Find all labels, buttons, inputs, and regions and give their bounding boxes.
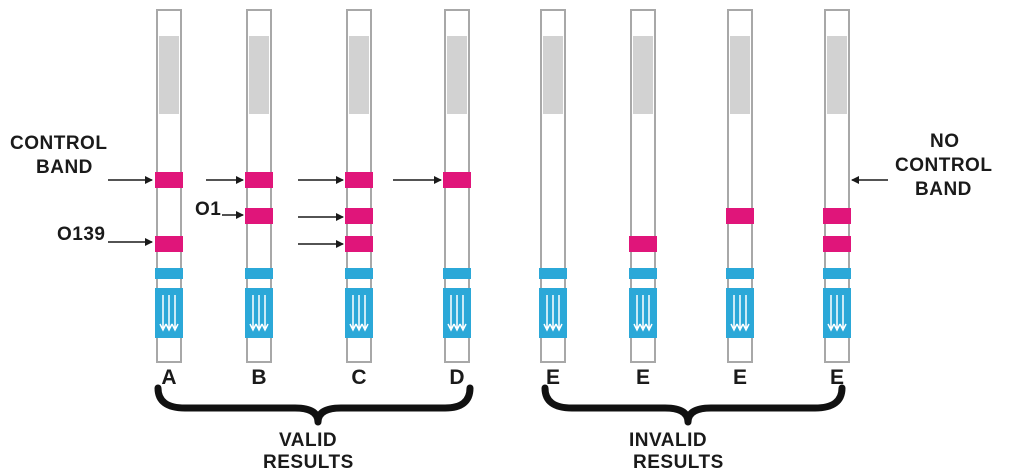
test-strip-8: E xyxy=(823,10,851,389)
valid-results-label-line1: VALID xyxy=(279,430,337,451)
arrows-layer xyxy=(108,180,888,244)
strip-label: A xyxy=(161,366,176,389)
control-band xyxy=(245,172,273,188)
o139-band xyxy=(823,236,851,252)
test-strip-7: E xyxy=(726,10,754,389)
strip-label: E xyxy=(636,366,650,389)
test-strip-4: D xyxy=(443,10,471,389)
sample-pad xyxy=(249,36,269,114)
sample-pad xyxy=(447,36,467,114)
absorbent-stripe xyxy=(345,268,373,279)
absorbent-stripe xyxy=(823,268,851,279)
test-strip-5: E xyxy=(539,10,567,389)
sample-pad xyxy=(827,36,847,114)
o139-label: O139 xyxy=(57,224,105,245)
o1-band xyxy=(345,208,373,224)
test-strip-6: E xyxy=(629,10,657,389)
strip-label: E xyxy=(733,366,747,389)
no-control-label-line3: BAND xyxy=(915,179,972,200)
sample-pad xyxy=(633,36,653,114)
test-strip-2: B xyxy=(245,10,273,389)
control-band-label-line2: BAND xyxy=(36,157,93,178)
o139-band xyxy=(629,236,657,252)
sample-pad xyxy=(730,36,750,114)
sample-pad xyxy=(349,36,369,114)
sample-pad xyxy=(159,36,179,114)
valid-results-label-line2: RESULTS xyxy=(263,452,354,471)
control-band xyxy=(155,172,183,188)
absorbent-stripe xyxy=(726,268,754,279)
strip-label: D xyxy=(449,366,464,389)
test-strip-3: C xyxy=(345,10,373,389)
o1-label: O1 xyxy=(195,199,221,220)
no-control-label-line1: NO xyxy=(930,131,960,152)
invalid-results-brace xyxy=(545,388,842,422)
o139-band xyxy=(345,236,373,252)
valid-results-brace xyxy=(158,388,470,422)
strip-label: C xyxy=(351,366,366,389)
absorbent-stripe xyxy=(629,268,657,279)
absorbent-stripe xyxy=(245,268,273,279)
absorbent-stripe xyxy=(443,268,471,279)
o139-band xyxy=(155,236,183,252)
control-band-label-line1: CONTROL xyxy=(10,133,107,154)
absorbent-stripe xyxy=(155,268,183,279)
o1-band xyxy=(726,208,754,224)
no-control-label-line2: CONTROL xyxy=(895,155,992,176)
control-band xyxy=(443,172,471,188)
sample-pad xyxy=(543,36,563,114)
strip-label: B xyxy=(251,366,266,389)
strip-label: E xyxy=(546,366,560,389)
invalid-results-label-line2: RESULTS xyxy=(633,452,724,471)
invalid-results-label-line1: INVALID xyxy=(629,430,707,451)
test-strip-1: A xyxy=(155,10,183,389)
o1-band xyxy=(245,208,273,224)
o1-band xyxy=(823,208,851,224)
absorbent-stripe xyxy=(539,268,567,279)
control-band xyxy=(345,172,373,188)
